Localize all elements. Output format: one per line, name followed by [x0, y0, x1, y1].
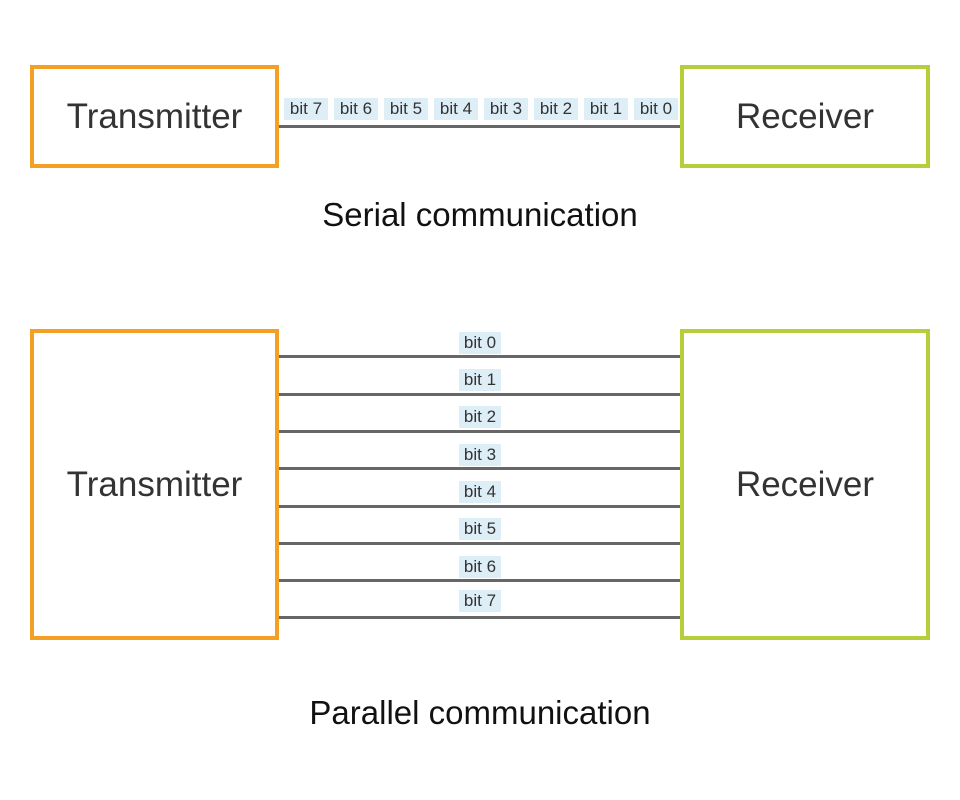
parallel-data-line [279, 355, 682, 358]
parallel-data-line [279, 505, 682, 508]
parallel-bit-label: bit 4 [459, 481, 501, 503]
parallel-data-line [279, 467, 682, 470]
serial-caption: Serial communication [322, 196, 638, 233]
parallel-data-line [279, 616, 682, 619]
parallel-receiver-box: Receiver [680, 329, 930, 640]
parallel-data-line [279, 579, 682, 582]
serial-transmitter-box: Transmitter [30, 65, 279, 168]
parallel-bit-label: bit 3 [459, 444, 501, 466]
serial-bit-label: bit 6 [334, 98, 378, 120]
parallel-bit-label: bit 0 [459, 332, 501, 354]
serial-bit-label: bit 0 [634, 98, 678, 120]
serial-bit-label: bit 5 [384, 98, 428, 120]
parallel-bit-label: bit 2 [459, 406, 501, 428]
parallel-transmitter-label: Transmitter [66, 464, 243, 504]
parallel-bit-label: bit 7 [459, 590, 501, 612]
serial-bit-label: bit 7 [284, 98, 328, 120]
serial-transmitter-label: Transmitter [66, 96, 243, 136]
serial-receiver-box: Receiver [680, 65, 930, 168]
parallel-data-line [279, 430, 682, 433]
serial-bit-label: bit 1 [584, 98, 628, 120]
parallel-bit-label: bit 1 [459, 369, 501, 391]
parallel-bit-label: bit 5 [459, 518, 501, 540]
parallel-receiver-label: Receiver [735, 464, 875, 504]
serial-bit-label: bit 3 [484, 98, 528, 120]
parallel-data-line [279, 542, 682, 545]
serial-receiver-label: Receiver [735, 96, 875, 136]
parallel-transmitter-box: Transmitter [30, 329, 279, 640]
serial-data-line [279, 125, 682, 128]
parallel-bit-label: bit 6 [459, 556, 501, 578]
serial-bit-label: bit 2 [534, 98, 578, 120]
serial-bit-label: bit 4 [434, 98, 478, 120]
parallel-data-line [279, 393, 682, 396]
parallel-caption: Parallel communication [309, 694, 651, 731]
